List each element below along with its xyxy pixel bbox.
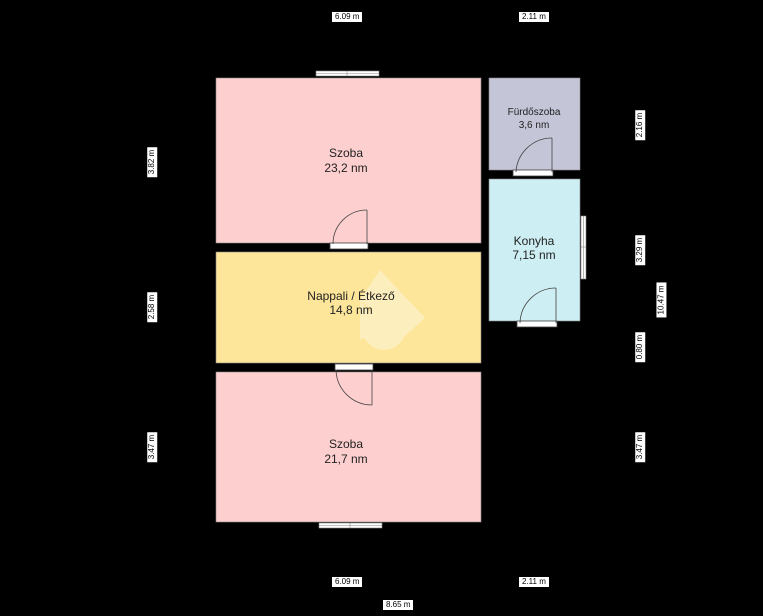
door-furdoszoba	[512, 137, 554, 177]
watermark-logo-icon	[360, 270, 425, 350]
room-name-szoba-top: Szoba	[329, 146, 363, 160]
room-area-nappali: 14,8 nm	[329, 303, 372, 317]
dimension-right-2: 3.29 m	[635, 234, 646, 266]
dimension-top-right: 2.11 m	[519, 12, 549, 22]
dimension-left-3: 3.47 m	[147, 431, 158, 463]
window-bottom-szoba	[318, 522, 383, 529]
door-szoba-top	[329, 209, 369, 250]
window-konyha	[580, 215, 587, 280]
room-area-szoba-bottom: 21,7 nm	[324, 452, 367, 466]
room-area-furdoszoba: 3,6 nm	[519, 120, 550, 131]
dimension-top-left: 6.09 m	[332, 12, 363, 22]
dimension-right-3: 0.80 m	[635, 331, 646, 363]
dimension-right-1: 2.16 m	[635, 109, 646, 141]
room-furdoszoba	[488, 77, 581, 171]
door-szoba-bottom	[334, 363, 374, 406]
room-name-szoba-bottom: Szoba	[329, 437, 363, 451]
dimension-right-total: 10.47 m	[656, 282, 667, 318]
door-konyha	[516, 287, 558, 328]
dimension-bottom-right: 2.11 m	[519, 577, 549, 587]
dimension-bottom-left: 6.09 m	[332, 577, 363, 587]
room-name-furdoszoba: Fürdőszoba	[508, 107, 561, 118]
room-konyha	[488, 178, 581, 322]
room-szoba-bottom	[215, 371, 482, 523]
room-area-szoba-top: 23,2 nm	[324, 161, 367, 175]
room-name-nappali: Nappali / Étkező	[307, 288, 395, 303]
dimension-right-4: 3.47 m	[635, 431, 646, 463]
window-top-szoba	[315, 70, 380, 77]
room-name-konyha: Konyha	[514, 234, 555, 248]
dimension-left-1: 3.82 m	[147, 146, 158, 178]
room-area-konyha: 7,15 nm	[512, 248, 555, 262]
room-nappali	[215, 251, 482, 364]
dimension-left-2: 2.58 m	[147, 291, 158, 323]
dimension-bottom-total: 8.65 m	[383, 600, 414, 610]
